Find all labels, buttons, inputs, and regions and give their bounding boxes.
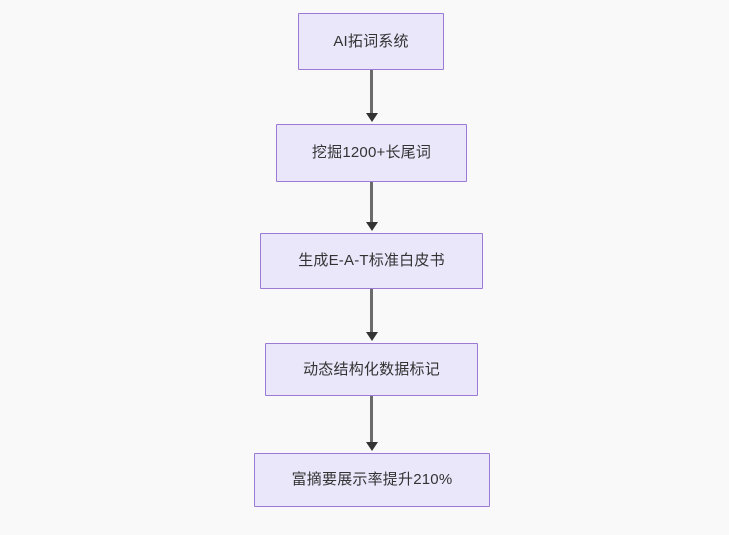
- connector-line-n4-n5: [370, 396, 373, 444]
- flowchart-node-rich-snippet-rate-increase[interactable]: 富摘要展示率提升210%: [254, 453, 490, 507]
- flowchart-node-ai-keyword-system[interactable]: AI拓词系统: [298, 13, 444, 70]
- connector-arrowhead-n3-n4: [365, 332, 378, 341]
- flowchart-node-dynamic-structured-data-markup[interactable]: 动态结构化数据标记: [265, 343, 478, 396]
- flowchart-node-generate-eat-whitepaper[interactable]: 生成E-A-T标准白皮书: [260, 233, 483, 289]
- flowchart-node-label: AI拓词系统: [333, 32, 409, 50]
- connector-arrowhead-n4-n5: [365, 442, 378, 451]
- flowchart-node-label: 动态结构化数据标记: [303, 360, 440, 378]
- connector-line-n2-n3: [370, 182, 373, 224]
- connector-arrowhead-n2-n3: [365, 222, 378, 231]
- connector-line-n3-n4: [370, 289, 373, 334]
- flowchart-node-label: 生成E-A-T标准白皮书: [298, 252, 445, 269]
- flowchart-node-label: 富摘要展示率提升210%: [291, 471, 453, 488]
- connector-arrowhead-n1-n2: [365, 113, 378, 122]
- connector-line-n1-n2: [370, 70, 373, 115]
- flowchart-node-mine-longtail-keywords[interactable]: 挖掘1200+长尾词: [276, 124, 467, 182]
- flowchart-node-label: 挖掘1200+长尾词: [311, 144, 432, 161]
